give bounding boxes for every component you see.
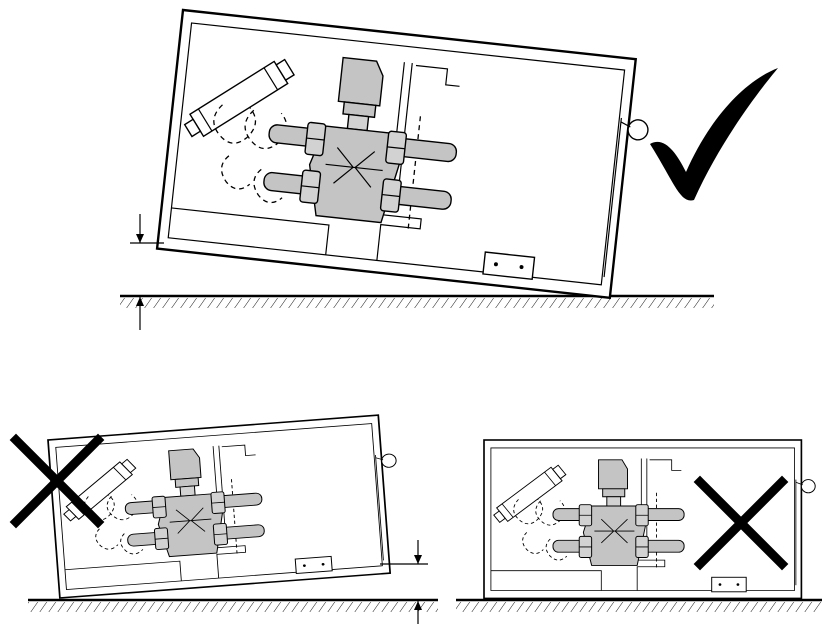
floor-hatching [120,298,714,308]
heat-unit-level [483,439,817,600]
floor-hatching [28,602,438,612]
floor-hatching [456,602,822,612]
height-marker [130,214,164,330]
heat-unit-tilted [155,8,657,302]
panel-incorrect-tilt [16,413,438,624]
panel-correct-tilt [120,8,778,330]
panel-incorrect-level [456,439,822,612]
height-marker [380,540,428,624]
check-mark-icon [650,68,778,201]
